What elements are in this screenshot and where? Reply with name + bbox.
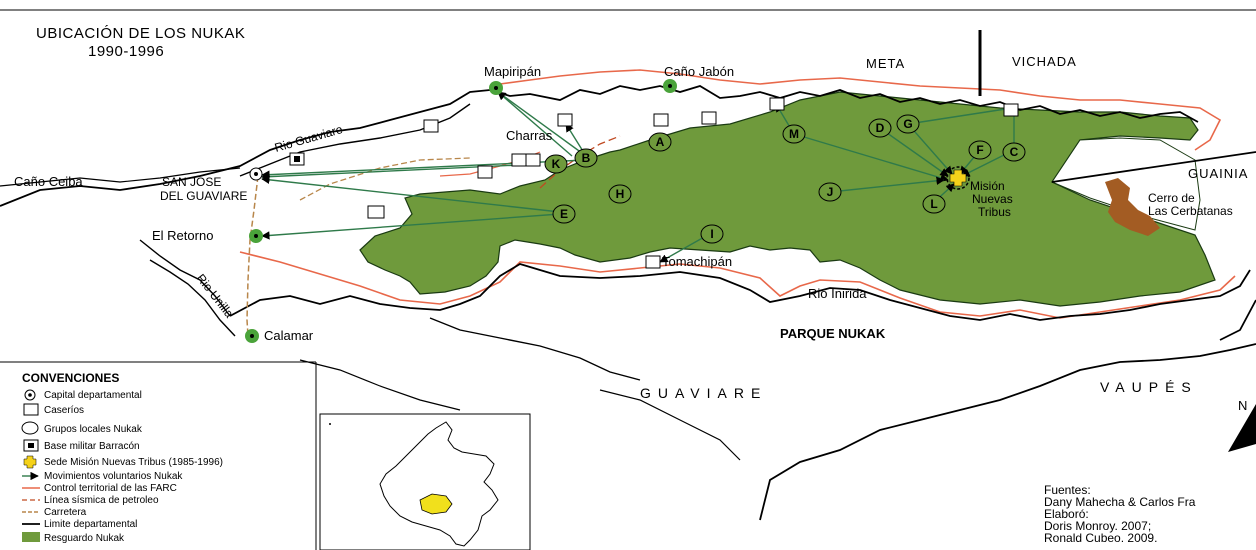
legend-item-movimientos: Movimientos voluntarios Nukak [44,471,183,482]
legend-item-caserios: Caseríos [44,405,84,416]
legend: CONVENCIONES Capital departamental Caser… [0,361,317,550]
south-extension [599,389,741,461]
label-mapiripan: Mapiripán [484,64,541,79]
guainia-border [1051,151,1256,183]
legend-item-carretera: Carretera [44,507,87,518]
legend-item-sismica: Línea sísmica de petroleo [44,495,159,506]
inset-nukak-highlight [419,493,453,515]
legend-item-resguardo: Resguardo Nukak [44,533,125,544]
label-el-retorno: El Retorno [152,228,213,243]
north-arrow: N [1228,398,1256,452]
group-markers [544,114,1026,244]
west-border [139,239,231,317]
sources-line2: Dany Mahecha & Carlos Fra [1044,495,1196,509]
legend-item-limite: Limite departamental [44,519,137,530]
legend-item-base: Base militar Barracón [44,441,140,452]
group-label-m: M [789,127,799,141]
label-tomachipan: Tomachipán [662,254,732,269]
label-san-jose-2: DEL GUAVIARE [160,189,247,203]
inset-colombia-outline [379,421,499,547]
label-charras: Charras [506,128,553,143]
group-label-g: G [903,117,912,131]
map-title-line1: UBICACIÓN DE LOS NUKAK [36,25,245,42]
rio-guaviare-border [0,85,1199,207]
rio-unilla [149,259,236,337]
south-border [429,317,641,381]
group-label-d: D [876,121,885,135]
group-label-l: L [930,197,937,211]
legend-item-farc: Control territorial de las FARC [44,483,177,494]
farc-control-line [499,69,1222,151]
group-label-f: F [976,143,983,157]
label-mision-1: Misión [970,179,1005,193]
group-label-j: J [827,185,834,199]
inset-colombia-map [319,413,531,550]
group-label-a: A [656,135,665,149]
movement-arrows [261,91,1019,263]
label-mision-2: Nuevas [972,192,1013,206]
carretera-road [246,175,259,337]
label-cerro-1: Cerro de [1148,191,1195,205]
sources-line4: Doris Monroy. 2007; [1044,519,1151,533]
label-dept-meta: META [866,56,905,71]
group-label-b: B [582,151,591,165]
label-dept-guaviare: GUAVIARE [640,385,767,401]
label-calamar: Calamar [264,328,314,343]
caserios [367,97,1019,269]
resguardo-nukak-area [359,91,1216,307]
legend-item-grupos: Grupos locales Nukak [44,424,143,435]
label-dept-vichada: VICHADA [1012,54,1077,69]
north-arrow-label: N [1238,398,1247,413]
label-dept-guainia: GUAINIA [1188,166,1248,181]
label-mision-3: Tribus [978,205,1011,219]
legend-title: CONVENCIONES [22,371,119,385]
label-cano-ceiba: Caño Ceiba [14,174,83,189]
label-cerro-2: Las Cerbatanas [1148,204,1233,218]
cerro-cerbatanas-area [1105,178,1160,236]
group-label-k: K [552,157,561,171]
rio-guaviare-south-bank [239,103,471,177]
mision-nuevas-tribus-cross [946,166,970,190]
rio-inirida-border [229,263,1251,321]
legend-item-capital: Capital departamental [44,390,142,401]
sources-block: Fuentes: Dany Mahecha & Carlos Fra Elabo… [1044,483,1196,545]
sources-line1: Fuentes: [1044,483,1091,497]
southwest-border [299,359,461,411]
label-cano-jabon: Caño Jabón [664,64,734,79]
cano-ceiba-line [0,167,241,187]
group-label-c: C [1010,145,1019,159]
guainia-border-2 [1219,299,1256,341]
group-label-h: H [616,187,625,201]
group-label-e: E [560,207,568,221]
sources-line3: Elaboró: [1044,507,1089,521]
map-title-line2: 1990-1996 [88,43,164,60]
label-san-jose-1: SAN JOSE [162,175,221,189]
label-rio-inirida: Rio Inirida [808,286,867,301]
carretera-road-2 [299,157,471,201]
label-dept-vaupes: VAUPÉS [1100,379,1198,395]
towns [245,79,677,343]
legend-item-mision: Sede Misión Nuevas Tribus (1985-1996) [44,457,223,468]
label-parque-nukak: PARQUE NUKAK [780,326,886,341]
vaupes-border [759,343,1256,521]
base-militar-barracon [289,152,305,166]
group-label-i: I [710,227,713,241]
group-labels: A B C D E F G H I J K L M [552,117,1019,241]
sources-line5: Ronald Cubeo. 2009. [1044,531,1157,545]
